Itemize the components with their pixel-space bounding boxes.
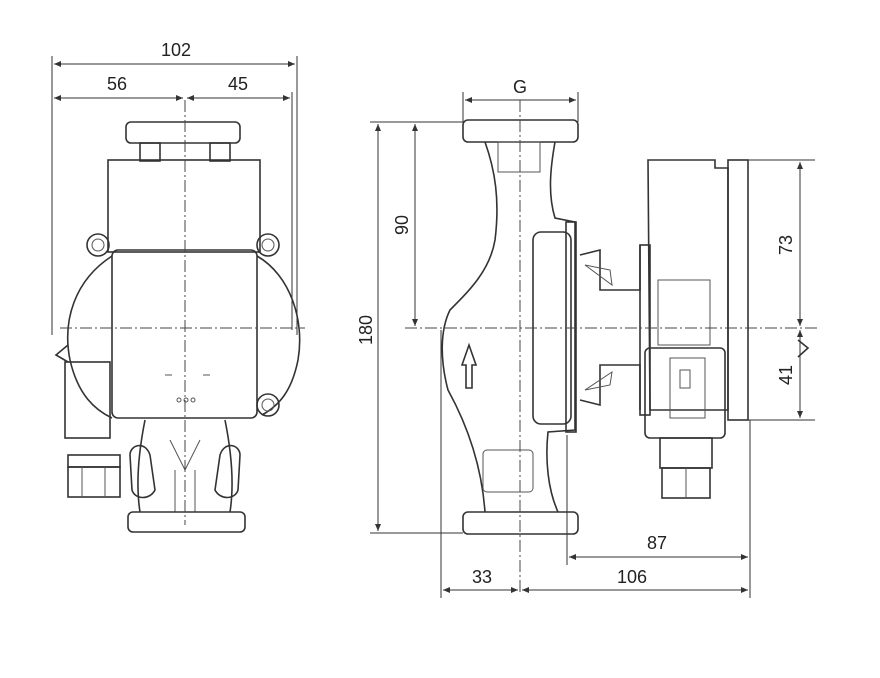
dim-label-thread: G [513, 77, 527, 97]
dim-label-left: 56 [107, 74, 127, 94]
top-flange [125, 121, 241, 144]
electronic-module [644, 347, 726, 439]
dim-label-height-total: 180 [356, 315, 376, 345]
dim-label-front: 106 [617, 567, 647, 587]
flow-arrow-icon [460, 342, 478, 389]
motor-box [647, 159, 729, 411]
connector-icon [797, 339, 810, 358]
side-view: G 180 90 73 41 [356, 77, 820, 598]
dim-label-rear: 33 [472, 567, 492, 587]
cable-connector [64, 361, 111, 439]
bottom-flange [127, 511, 246, 533]
dim-label-total-width: 102 [161, 40, 191, 60]
dim-label-motor-top: 73 [776, 235, 796, 255]
connector-icon [54, 344, 69, 363]
dim-label-motor-depth: 87 [647, 533, 667, 553]
front-view: 102 56 45 [51, 40, 305, 533]
motor-housing [107, 159, 261, 253]
dim-label-motor-bottom: 41 [776, 365, 796, 385]
dim-label-flange-to-axis: 90 [392, 215, 412, 235]
dim-label-right: 45 [228, 74, 248, 94]
